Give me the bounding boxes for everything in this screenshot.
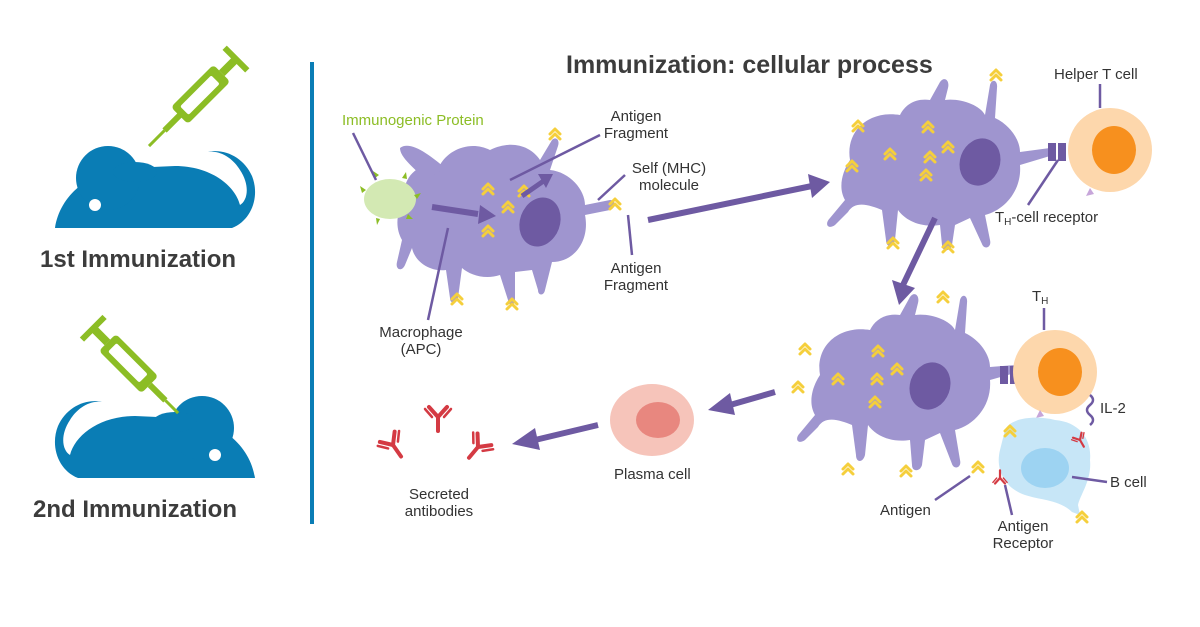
th-letter: T bbox=[1032, 288, 1042, 305]
diagram-title: Immunization: cellular process bbox=[566, 51, 933, 79]
immunogenic-protein-label: Immunogenic Protein bbox=[342, 112, 484, 129]
macrophage-label: Macrophage (APC) bbox=[379, 324, 463, 358]
syringe-icon-second bbox=[79, 314, 180, 415]
first-immunization-label: 1st Immunization bbox=[40, 246, 237, 273]
helper-t-cell bbox=[1068, 108, 1152, 196]
b-cell-label: B cell bbox=[1110, 474, 1147, 491]
plasma-cell-label: Plasma cell bbox=[614, 466, 691, 483]
th-receptor-text: -cell receptor bbox=[1011, 209, 1099, 226]
macrophage-cell bbox=[396, 138, 615, 305]
secreted-antibodies-icons bbox=[374, 405, 497, 469]
th-label: TH bbox=[1032, 288, 1048, 310]
helper-t-cell-label: Helper T cell bbox=[1054, 66, 1138, 83]
secreted-antibodies-label: Secreted antibodies bbox=[404, 486, 474, 520]
th-receptor-letter: T bbox=[995, 209, 1005, 226]
syringe-icon-first bbox=[147, 45, 250, 148]
th-cell-receptor-label: TH-cell receptor bbox=[995, 209, 1098, 231]
b-cell bbox=[998, 417, 1091, 515]
vertical-divider bbox=[310, 62, 314, 524]
th-receptor-subscript: H bbox=[1004, 217, 1012, 228]
antigen-fragment-top-label: Antigen Fragment bbox=[603, 108, 669, 142]
antigen-label: Antigen bbox=[880, 502, 931, 519]
second-immunization-label: 2nd Immunization bbox=[33, 496, 237, 523]
th-cell bbox=[1013, 330, 1097, 418]
mouse-icon-first bbox=[55, 146, 256, 228]
plasma-cell bbox=[610, 384, 694, 456]
apc-cell-bottom bbox=[797, 294, 1020, 471]
th-subscript: H bbox=[1041, 296, 1049, 307]
antigen-fragment-bottom-label: Antigen Fragment bbox=[603, 260, 669, 294]
self-mhc-label: Self (MHC) molecule bbox=[631, 160, 707, 194]
mouse-icon-second bbox=[54, 396, 255, 478]
il2-label: IL-2 bbox=[1100, 400, 1126, 417]
antigen-receptor-label: Antigen Receptor bbox=[992, 518, 1054, 552]
apc-cell-top bbox=[827, 79, 1055, 251]
immunogenic-protein bbox=[360, 171, 421, 225]
